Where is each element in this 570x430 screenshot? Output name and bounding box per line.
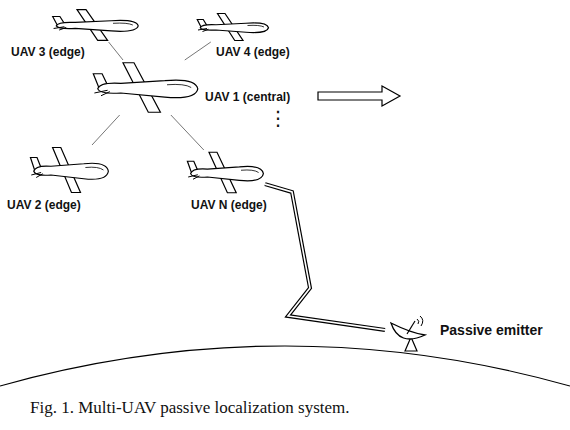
emitter-node: Passive emitter <box>385 315 435 352</box>
node-label: UAV 3 (edge) <box>10 45 86 59</box>
fuselage <box>98 80 198 98</box>
signal-bolt <box>265 184 385 330</box>
link-line <box>92 115 120 145</box>
uav-icon <box>185 150 265 195</box>
node-label: UAV N (edge) <box>190 198 268 212</box>
uav-node: UAV 3 (edge) <box>50 8 140 42</box>
uav-node: UAV 4 (edge) <box>195 12 270 42</box>
motion-arrow <box>318 86 400 106</box>
fuselage <box>191 166 264 180</box>
uav-node: UAV 1 (central) <box>90 60 200 115</box>
link-line <box>109 42 123 60</box>
uav-icon <box>90 60 200 115</box>
link-path <box>92 115 120 145</box>
canopy-line <box>241 170 259 173</box>
canopy-line <box>248 25 265 27</box>
link-line <box>185 42 211 60</box>
link-path <box>109 42 123 60</box>
tail-plane <box>94 90 109 96</box>
uav-node: UAV N (edge) <box>185 150 265 195</box>
earth-surface <box>0 346 570 386</box>
fuselage <box>34 163 109 179</box>
canopy-line <box>167 84 191 87</box>
uav-icon <box>195 12 270 42</box>
link-line <box>171 115 204 150</box>
ellipsis-mark: ⋮ <box>268 108 288 128</box>
node-label: UAV 4 (edge) <box>215 45 291 59</box>
node-label: UAV 2 (edge) <box>6 198 82 212</box>
node-label: UAV 1 (central) <box>204 90 291 104</box>
radio-waves <box>417 316 423 326</box>
link-path <box>185 42 211 60</box>
link-path <box>171 115 204 150</box>
bolt-outline <box>265 184 385 330</box>
canopy-line <box>85 167 103 170</box>
bolt-inner <box>265 184 385 330</box>
dish-feed <box>407 321 415 334</box>
tail-plane <box>54 27 67 30</box>
dish-reflector <box>391 323 425 339</box>
uav-icon <box>28 145 110 195</box>
dish-icon <box>385 315 435 352</box>
tail-plane <box>31 173 42 178</box>
fuselage <box>56 20 138 31</box>
node-label: Passive emitter <box>439 323 544 337</box>
fuselage <box>200 23 268 33</box>
tail-plane <box>198 29 209 32</box>
canopy-line <box>113 23 133 25</box>
figure-caption: Fig. 1. Multi-UAV passive localization s… <box>30 398 350 418</box>
uav-icon <box>50 8 140 42</box>
uav-node: UAV 2 (edge) <box>28 145 110 195</box>
tail-plane <box>188 175 199 180</box>
